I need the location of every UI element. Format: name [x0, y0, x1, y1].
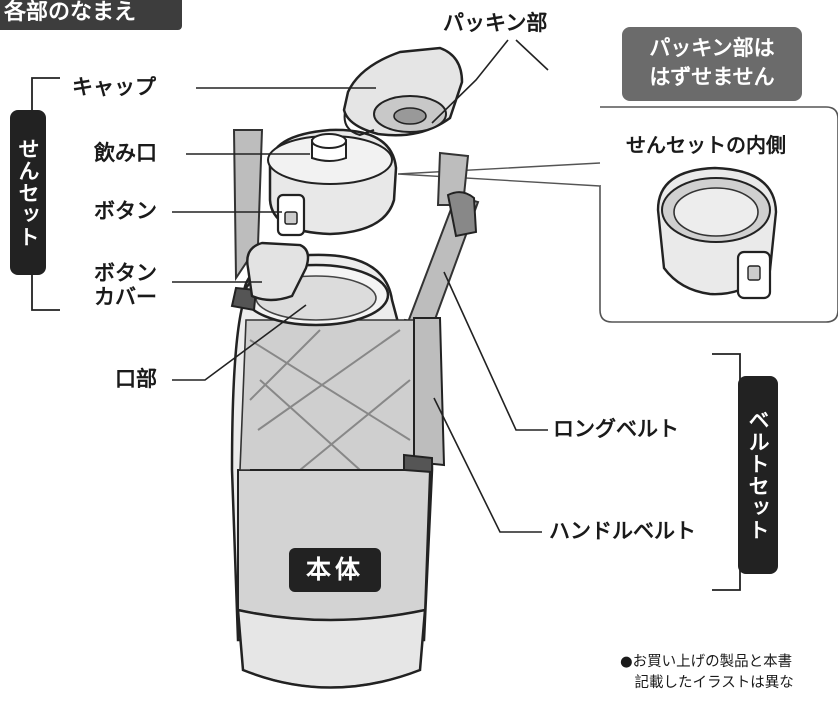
label-body: 本体	[289, 548, 381, 592]
inset-pointer	[397, 162, 601, 187]
packing-notice-line2: はずせません	[649, 65, 775, 89]
label-button-cover-line2: カバー	[94, 285, 157, 309]
label-button: ボタン	[94, 199, 157, 223]
label-handle-belt: ハンドルベルト	[549, 519, 696, 543]
sen-set	[246, 46, 464, 302]
sen-set-tag: せんセット	[10, 110, 46, 275]
label-button-cover-line1: ボタン	[94, 261, 157, 285]
label-cap: キャップ	[72, 75, 156, 99]
footnote-line1: ●お買い上げの製品と本書	[620, 654, 793, 670]
inset-frame	[599, 106, 838, 323]
page-title: 各部のなまえ	[0, 0, 182, 30]
packing-notice-line1: パッキン部は	[649, 36, 775, 60]
label-packing: パッキン部	[443, 11, 548, 35]
label-long-belt: ロングベルト	[553, 417, 679, 441]
inset-title: せんセットの内側	[626, 133, 786, 157]
label-kuchibu: 口部	[115, 367, 157, 391]
belt-set-tag: ベルトセット	[738, 376, 778, 574]
packing-notice: パッキン部は はずせません	[622, 27, 802, 101]
footnote-line2: 記載したイラストは異な	[620, 675, 794, 691]
label-nomikuchi: 飲み口	[94, 141, 157, 165]
footnote: ●お買い上げの製品と本書 記載したイラストは異な	[620, 652, 794, 694]
button-cover	[246, 241, 310, 302]
bottle-body	[230, 253, 434, 689]
inset-cap-interior	[656, 166, 778, 300]
handle-belt	[413, 317, 446, 467]
